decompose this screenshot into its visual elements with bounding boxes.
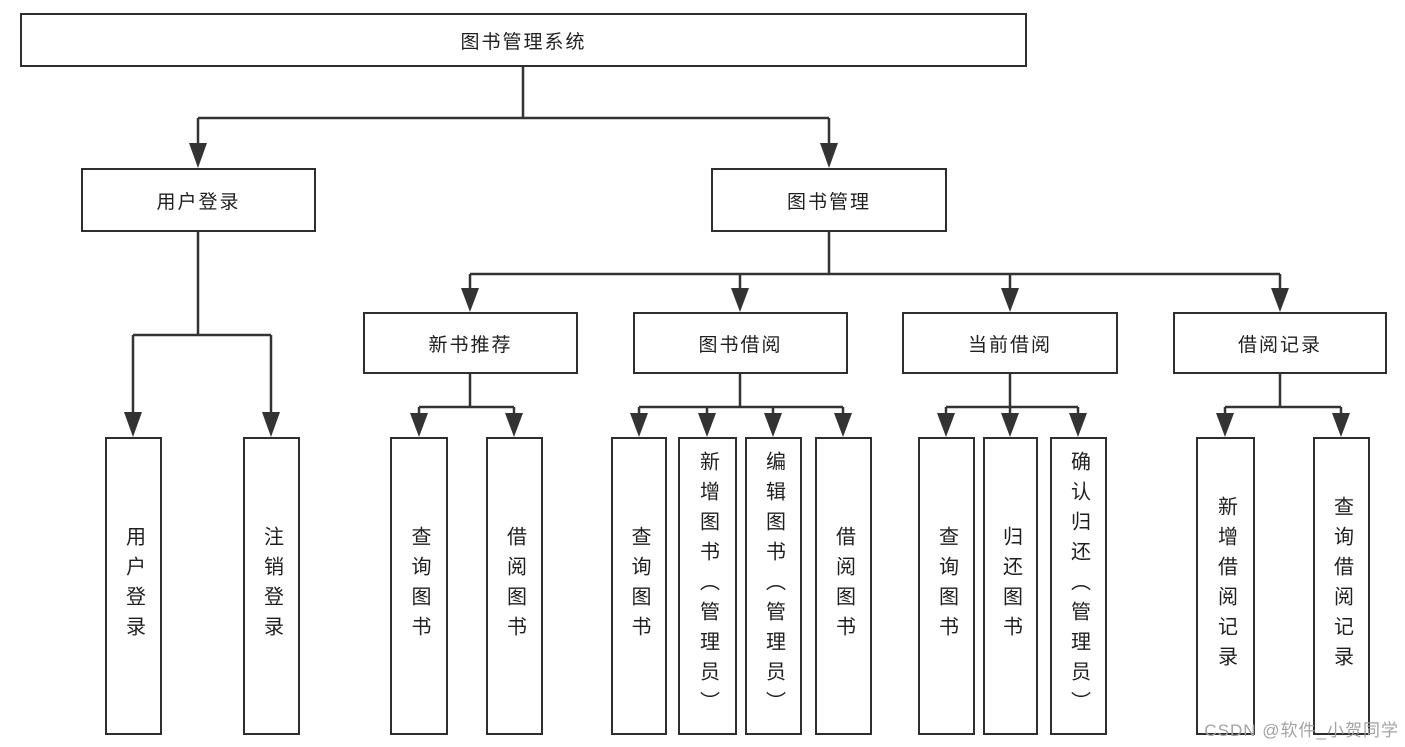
- node-library-system: 图书管理系统: [20, 13, 1027, 67]
- connector-current-to-leaves: [944, 374, 1080, 416]
- node-leaf-borrow-books-recommend: 借阅图书: [486, 437, 543, 735]
- arrowheads: [124, 143, 1350, 437]
- node-leaf-logout: 注销登录: [243, 437, 300, 735]
- node-leaf-edit-books-admin: 编辑图书（管理员）: [745, 437, 802, 735]
- node-borrowing-records: 借阅记录: [1173, 312, 1387, 374]
- connector-records-to-leaves: [1223, 374, 1343, 416]
- node-leaf-borrow-books: 借阅图书: [815, 437, 872, 735]
- connector-mgmt-to-level3: [468, 232, 1282, 291]
- connector-login-to-leaves: [131, 232, 273, 416]
- connector-root-to-level2: [196, 67, 831, 146]
- node-leaf-confirm-return-admin: 确认归还（管理员）: [1050, 437, 1107, 735]
- node-leaf-user-login: 用户登录: [105, 437, 162, 735]
- node-leaf-query-books-current: 查询图书: [918, 437, 975, 735]
- node-book-borrowing: 图书借阅: [633, 312, 848, 374]
- node-book-management: 图书管理: [711, 168, 947, 232]
- node-new-book-recommend: 新书推荐: [363, 312, 578, 374]
- node-leaf-return-books: 归还图书: [983, 437, 1038, 735]
- connector-recommend-to-leaves: [417, 374, 516, 416]
- csdn-watermark: CSDN @软件_小贺同学: [1204, 721, 1399, 740]
- node-user-login-module: 用户登录: [81, 168, 316, 232]
- node-leaf-query-books-recommend: 查询图书: [390, 437, 448, 735]
- node-leaf-add-borrow-record: 新增借阅记录: [1196, 437, 1255, 735]
- node-leaf-add-books-admin: 新增图书（管理员）: [678, 437, 737, 735]
- node-current-borrowing: 当前借阅: [902, 312, 1118, 374]
- connector-borrow-to-leaves: [637, 374, 845, 416]
- node-leaf-query-books-borrow: 查询图书: [611, 437, 667, 735]
- node-leaf-query-borrow-record: 查询借阅记录: [1313, 437, 1370, 735]
